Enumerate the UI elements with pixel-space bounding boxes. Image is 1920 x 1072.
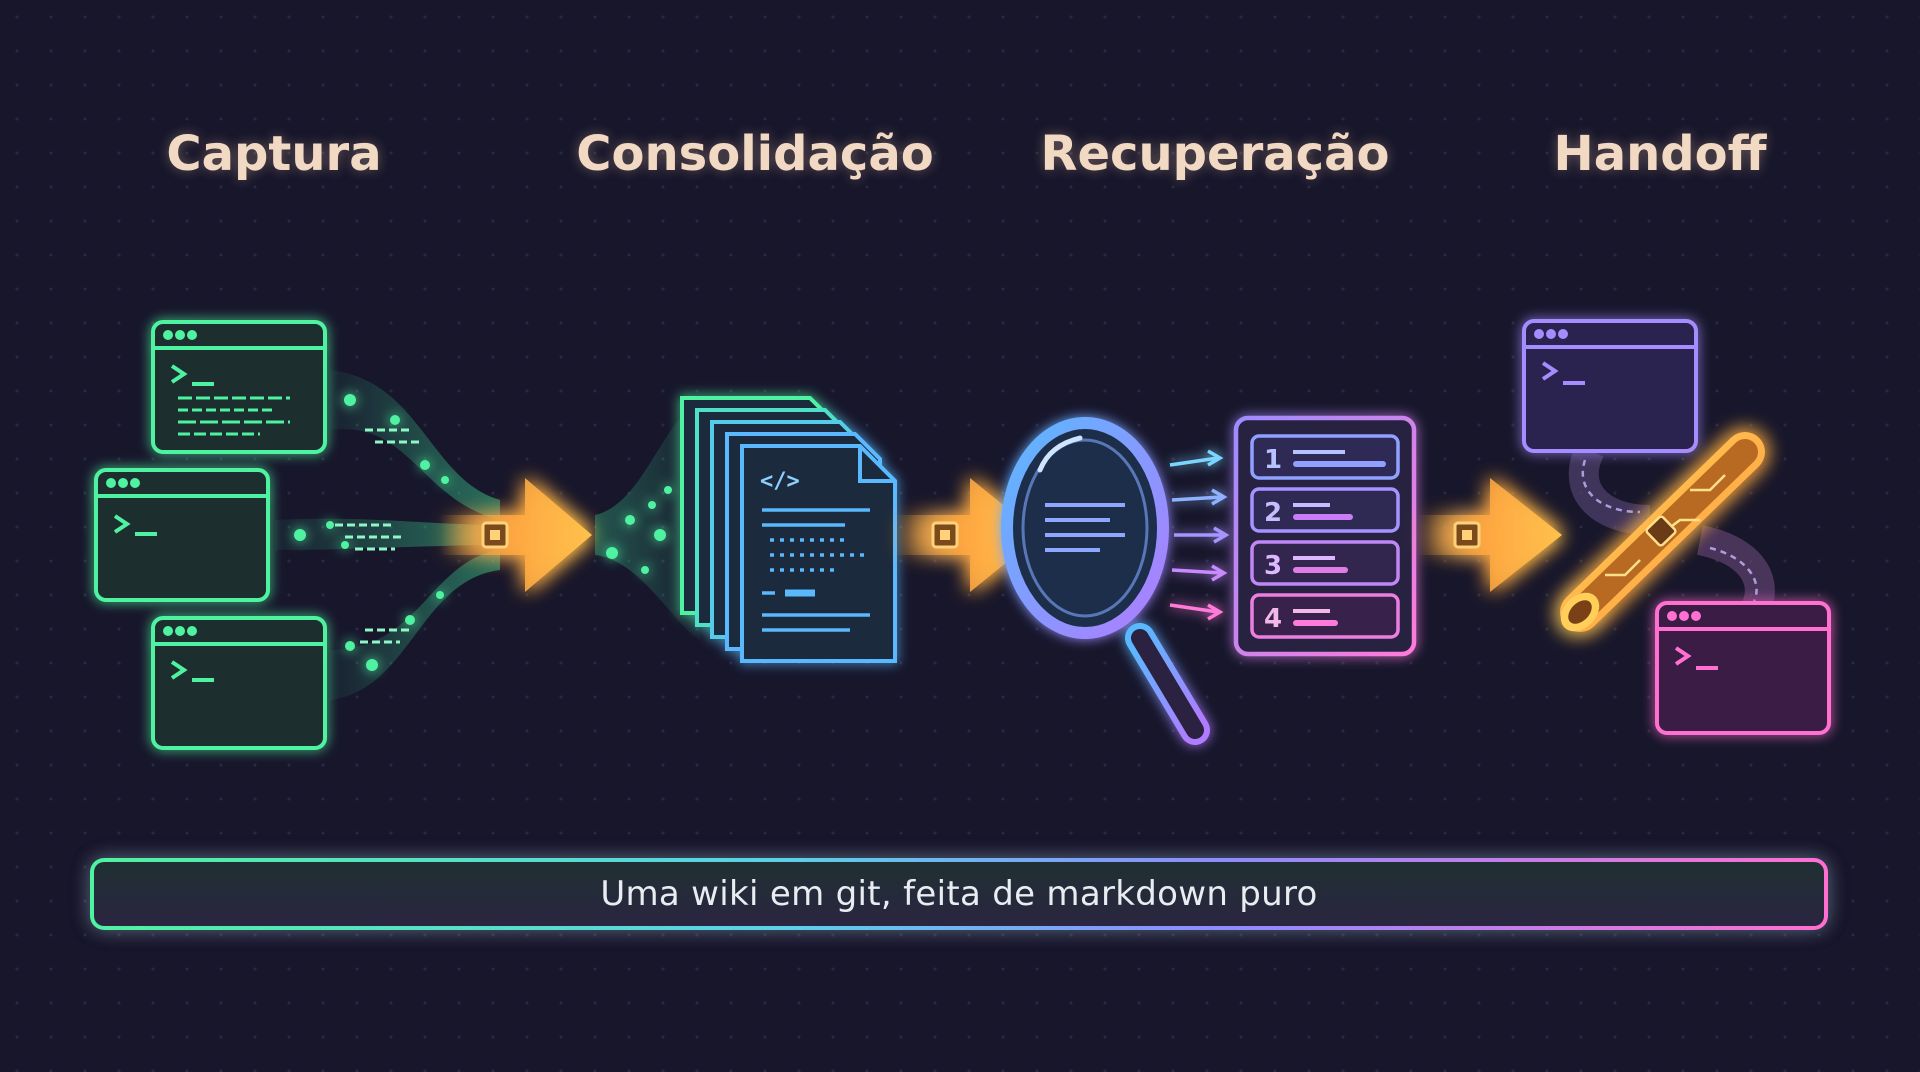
capture-terminals [94,320,327,750]
ranked-item: 3 [1250,540,1400,586]
terminal-window-icon [151,616,327,750]
stage-title-consolidacao: Consolidação [576,126,934,182]
svg-text:4: 4 [1264,604,1282,634]
terminal-window-icon [1655,601,1831,735]
magnifier-icon [1001,417,1210,745]
svg-text:1: 1 [1264,445,1282,475]
stage-title-captura: Captura [166,126,382,182]
consolidation-streams [595,410,700,640]
pipe-icon [1560,432,1765,632]
footer-text: Uma wiki em git, feita de markdown puro [600,874,1318,914]
retrieval-arrows [1169,449,1230,621]
ranked-item: 1 [1250,434,1400,480]
ranked-results-list: 1 2 3 4 [1233,415,1417,657]
terminal-window-icon [1522,319,1698,453]
ranked-item: 2 [1250,487,1400,533]
flow-arrow-1 [440,478,592,592]
handoff-connector [1568,443,1775,617]
terminal-window-icon [94,468,270,602]
document-stack-icon: </> [680,396,897,663]
terminal-window-icon [151,320,327,454]
ranked-item: 4 [1250,593,1400,639]
stage-title-handoff: Handoff [1553,126,1767,182]
flow-arrow-3 [1418,478,1562,592]
svg-text:3: 3 [1264,551,1282,581]
svg-text:2: 2 [1264,498,1282,528]
stage-title-recuperacao: Recuperação [1040,126,1390,182]
footer-banner: Uma wiki em git, feita de markdown puro [90,858,1828,930]
code-tag: </> [760,469,800,494]
